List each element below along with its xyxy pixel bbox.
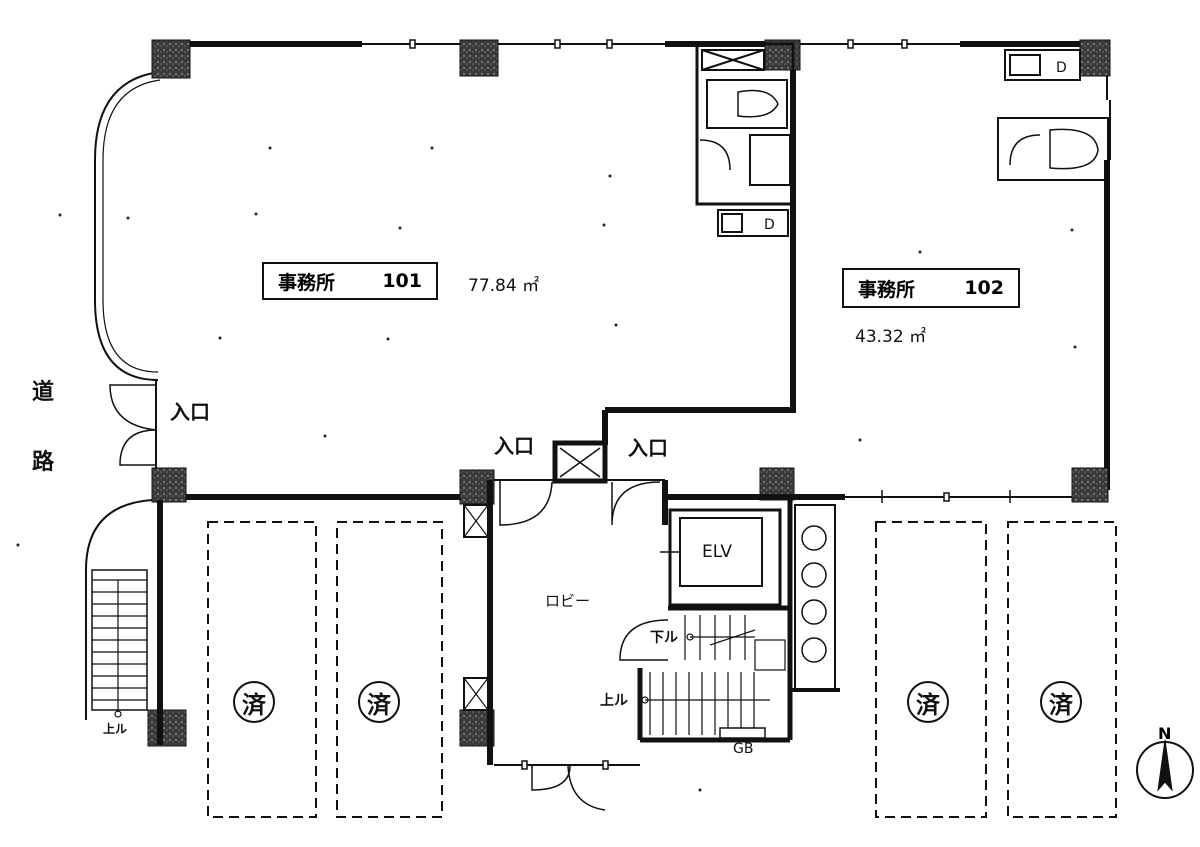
office-101-area: 77.84 ㎡ bbox=[468, 276, 540, 296]
office-101-number: 101 bbox=[382, 270, 422, 292]
elevator-label: ELV bbox=[702, 542, 732, 562]
scan-specks bbox=[16, 146, 1077, 792]
office-102-number: 102 bbox=[964, 277, 1004, 299]
lobby-label: ロビー bbox=[545, 592, 591, 610]
svg-text:D: D bbox=[764, 217, 775, 233]
lobby-walls bbox=[463, 440, 845, 811]
parking-stalls bbox=[207, 521, 1117, 818]
entrance-lobby-right-label: 入口 bbox=[628, 436, 668, 460]
north-arrow bbox=[1136, 739, 1194, 799]
office-102-area: 43.32 ㎡ bbox=[855, 327, 927, 347]
office-102-restroom: D bbox=[997, 49, 1109, 181]
north-label: N bbox=[1158, 724, 1172, 743]
west-stair-up-label: 上ル bbox=[103, 722, 128, 736]
stair-up-label: 上ル bbox=[600, 693, 628, 709]
office-101-label: 事務所 101 bbox=[262, 262, 438, 300]
interior-stair bbox=[619, 497, 793, 743]
elevator-shaft bbox=[660, 508, 782, 607]
parking-used-marker: 済 bbox=[233, 681, 275, 723]
parking-used-marker: 済 bbox=[907, 681, 949, 723]
restroom-core: D bbox=[695, 42, 795, 237]
office-102-label: 事務所 102 bbox=[842, 268, 1020, 308]
entrance-west-label: 入口 bbox=[170, 400, 210, 424]
west-exterior-stair bbox=[85, 499, 163, 745]
stair-down-label: 下ル bbox=[650, 630, 678, 646]
parking-used-marker: 済 bbox=[358, 681, 400, 723]
office-102-name: 事務所 bbox=[858, 278, 916, 301]
parking-used-marker: 済 bbox=[1040, 681, 1082, 723]
west-entrance-doors bbox=[109, 384, 157, 466]
road-label-1: 道 bbox=[32, 380, 55, 405]
gb-label: GB bbox=[733, 741, 754, 757]
utility-shaft bbox=[790, 504, 840, 692]
entrance-lobby-left-label: 入口 bbox=[494, 434, 534, 458]
svg-text:D: D bbox=[1056, 60, 1067, 76]
columns bbox=[147, 39, 1111, 747]
road-label-2: 路 bbox=[32, 450, 55, 475]
office-101-name: 事務所 bbox=[278, 271, 336, 294]
